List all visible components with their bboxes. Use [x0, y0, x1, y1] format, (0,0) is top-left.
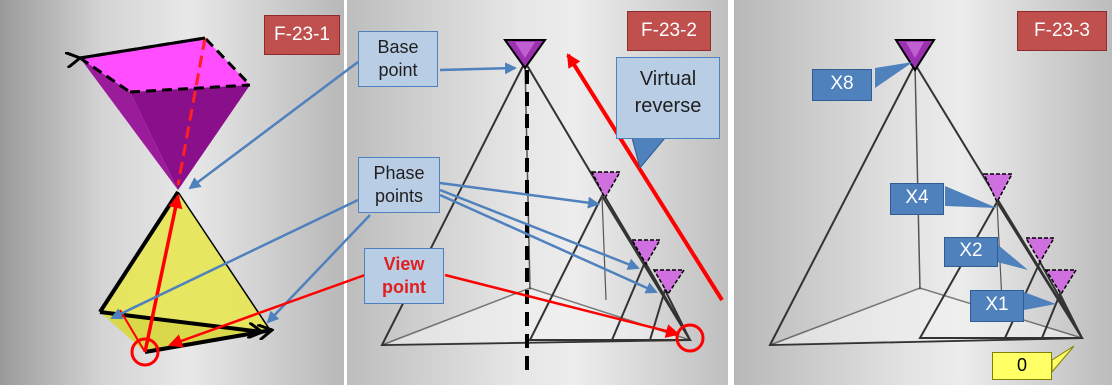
- level-cone-x1: [1044, 269, 1078, 296]
- upper-pyramid-right-face: [130, 85, 250, 190]
- figure-tag-f23-1: F-23-1: [264, 15, 340, 55]
- red-pointer-arrows: [168, 273, 680, 348]
- x1-pointer: [1024, 292, 1056, 310]
- phase-point-cone-a: [590, 171, 622, 200]
- level-label-x8: X8: [812, 69, 872, 101]
- callout-base-point: Base point: [358, 31, 438, 87]
- view-point-marker-p1: [130, 337, 160, 367]
- callout-virtual-reverse: Virtual reverse: [616, 57, 720, 139]
- view-point-marker-p2: [675, 323, 705, 353]
- panel1-geometry: [80, 36, 272, 367]
- figure-tag-f23-2: F-23-2: [627, 11, 711, 51]
- phase-point-cone-b: [630, 239, 662, 266]
- level-label-zero: 0: [992, 352, 1052, 380]
- callout-phase-points: Phase points: [358, 157, 440, 213]
- x4-pointer: [945, 186, 997, 208]
- figure-tag-f23-3: F-23-3: [1017, 11, 1107, 51]
- phase-point-cone-c: [652, 269, 686, 296]
- upper-pyramid-left-face: [80, 58, 178, 190]
- level-label-x2: X2: [944, 237, 998, 267]
- panel2-geometry: [380, 39, 724, 370]
- x8-pointer: [875, 62, 913, 88]
- lower-pyramid-yellow-face: [100, 192, 270, 330]
- level-label-x4: X4: [890, 183, 944, 215]
- level-cone-x4: [982, 173, 1014, 204]
- x2-pointer: [997, 244, 1028, 270]
- zero-pointer: [1051, 345, 1075, 374]
- level-label-x1: X1: [970, 290, 1024, 322]
- level-cone-x2: [1024, 237, 1056, 264]
- callout-view-point: View point: [364, 248, 444, 304]
